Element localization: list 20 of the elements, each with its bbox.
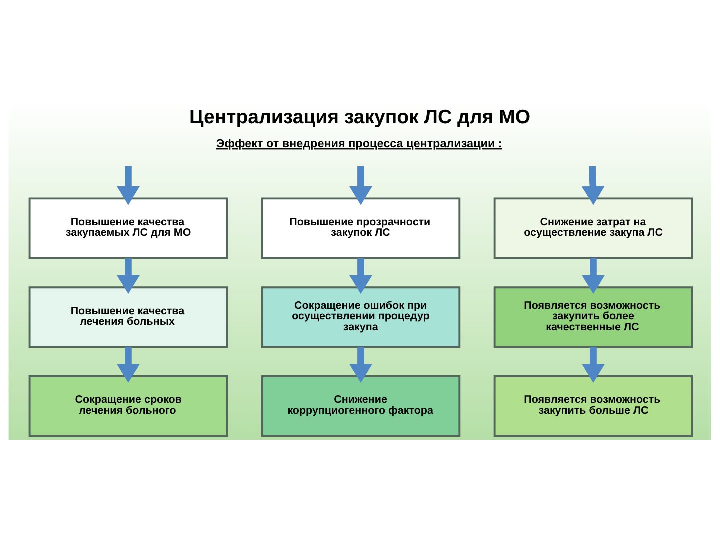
node-box: Снижение коррупциогенного фактора [261,375,461,437]
arrow [350,258,372,294]
arrow [582,258,605,294]
arrow [116,166,140,205]
arrow [582,346,605,383]
node-box: Появляется возможность закупить более качественные ЛС [494,286,694,348]
node-box: Снижение затрат на осуществление закупа ЛС [494,197,694,259]
arrow [582,166,605,205]
arrow [350,346,372,383]
arrow [116,346,140,383]
arrow [116,258,140,294]
node-box: Сокращение ошибок при осуществлении процедур закупа [261,286,461,348]
node-box: Повышение качества лечения больных [28,286,228,348]
arrow [350,166,372,205]
node-box: Сокращение сроков лечения больного [28,375,228,437]
node-box: Повышение качества закупаемых ЛС для МО [28,197,228,259]
node-box: Повышение прозрачности закупок ЛС [261,197,461,259]
node-text: Эффект от внедрения процесса централизации : [216,137,502,150]
node-box: Появляется возможность закупить больше ЛС [494,375,694,437]
diagram-title: Централизация закупок ЛС для МО [190,106,531,128]
